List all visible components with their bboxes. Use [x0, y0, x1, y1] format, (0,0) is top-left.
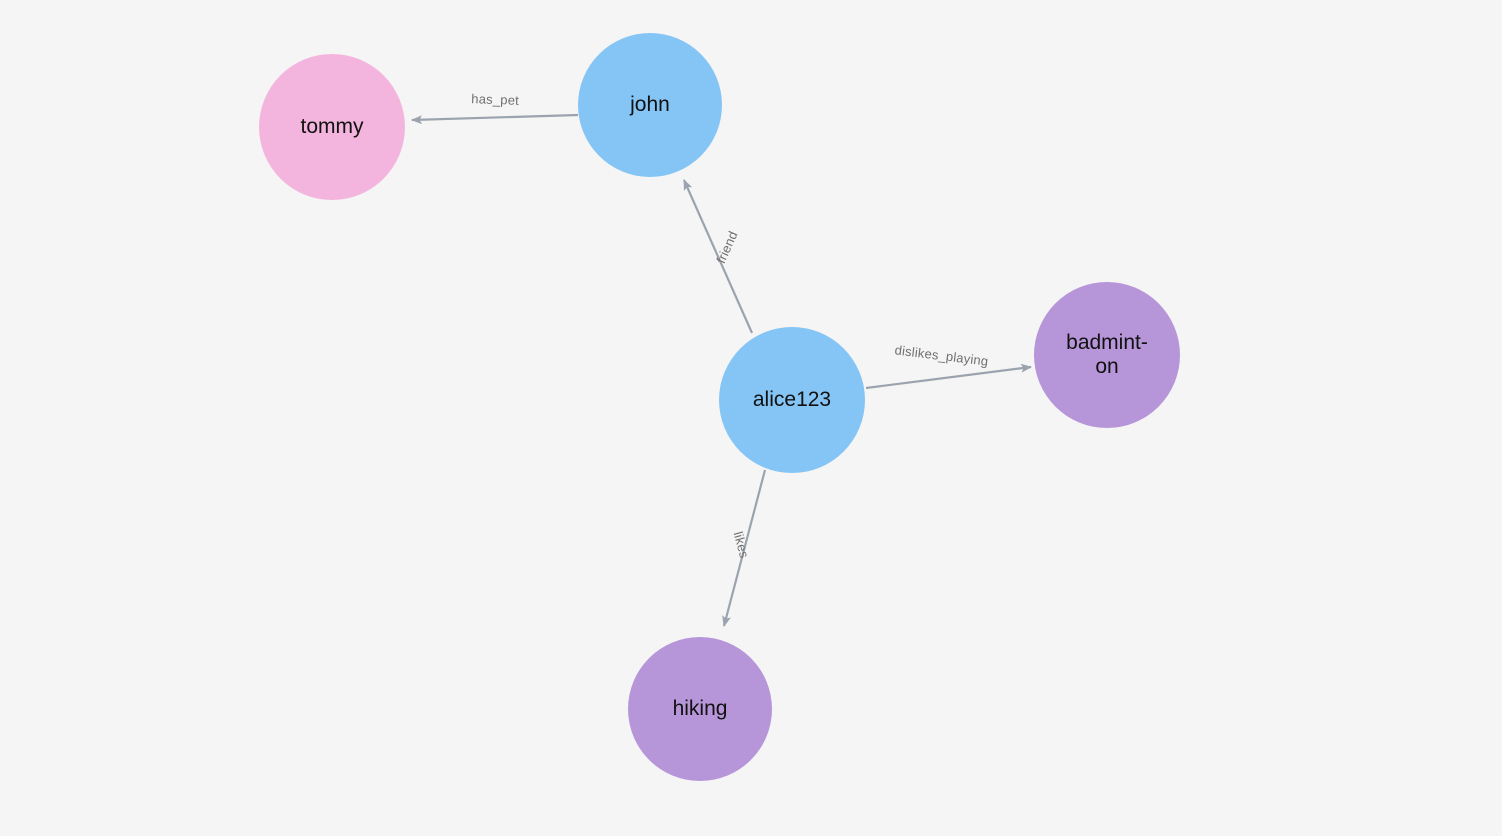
graph-edge[interactable]: likes: [722, 469, 767, 627]
graph-node-label: badmint- on: [1066, 331, 1148, 378]
edge-label: friend: [713, 229, 740, 266]
graph-node-label: hiking: [672, 697, 728, 721]
graph-node-john[interactable]: john: [578, 33, 722, 177]
edge-line: [722, 469, 767, 627]
graph-node-label: alice123: [752, 388, 832, 412]
edge-label: likes: [731, 530, 753, 560]
graph-node-label: john: [630, 93, 670, 117]
edge-line: [411, 113, 579, 125]
graph-edge[interactable]: friend: [682, 179, 754, 334]
edge-label: dislikes_playing: [894, 342, 989, 368]
edge-line: [865, 363, 1032, 390]
graph-node-label: tommy: [300, 115, 364, 139]
graph-edge[interactable]: dislikes_playing: [865, 342, 1032, 390]
edge-label: has_pet: [471, 91, 519, 108]
graph-node-alice123[interactable]: alice123: [719, 327, 865, 473]
graph-node-hiking[interactable]: hiking: [628, 637, 772, 781]
graph-edge[interactable]: has_pet: [411, 91, 579, 125]
graph-node-tommy[interactable]: tommy: [259, 54, 405, 200]
edge-line: [682, 179, 754, 334]
graph-node-badminton[interactable]: badmint- on: [1034, 282, 1180, 428]
